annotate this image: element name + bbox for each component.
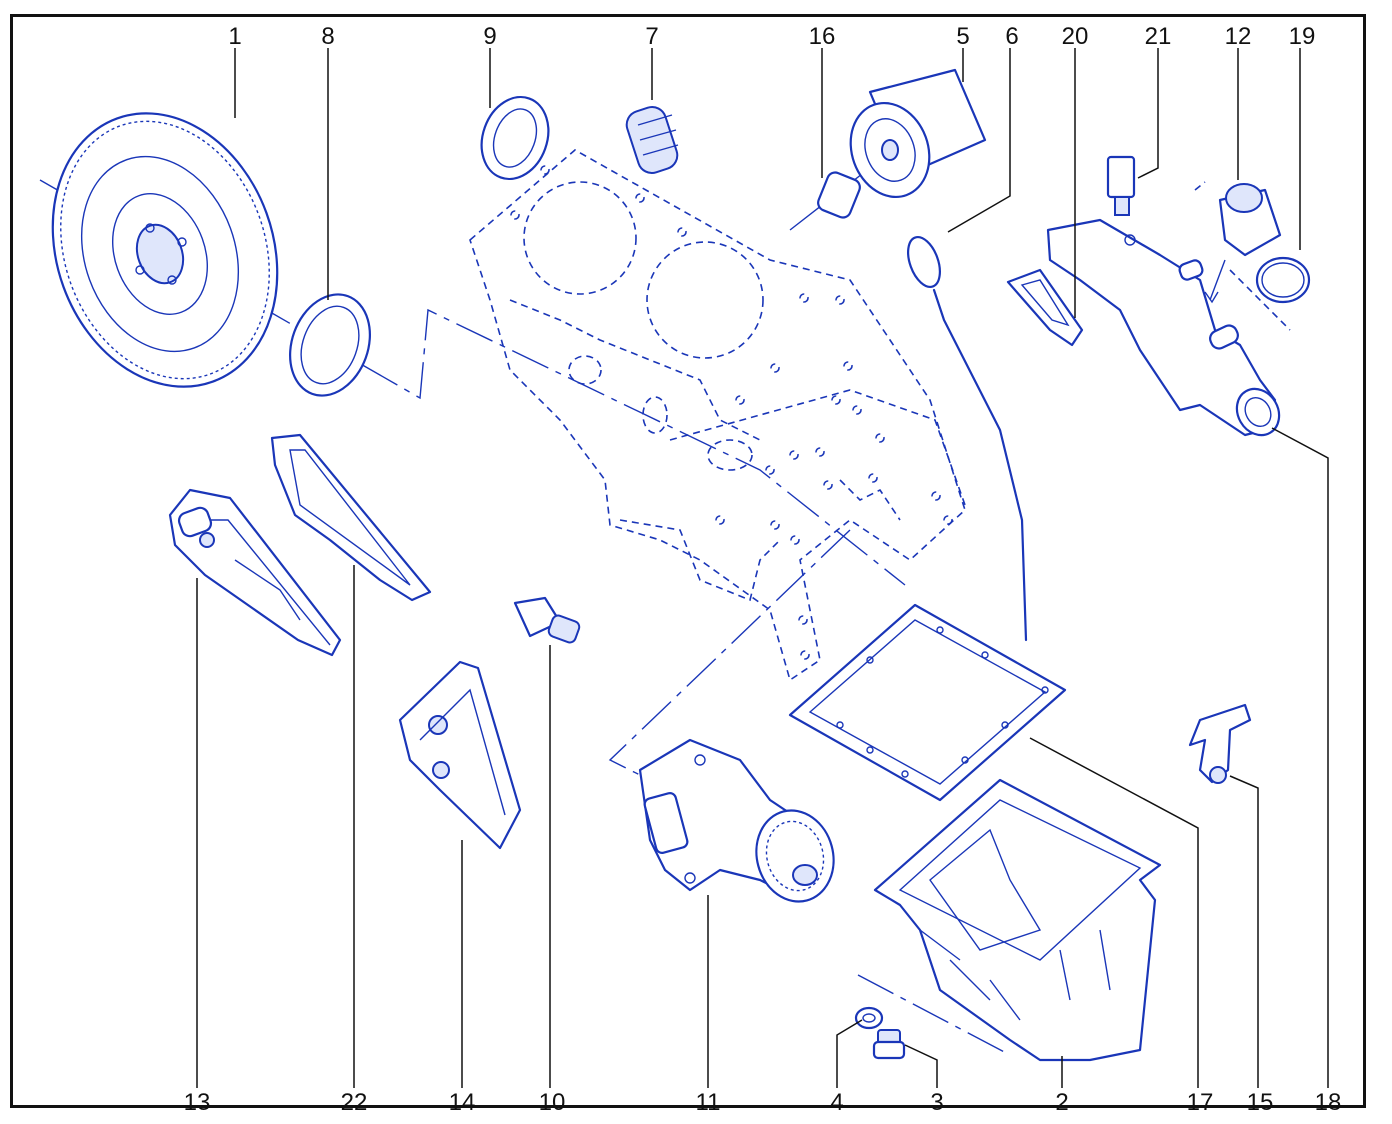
engine-block-outline (469, 149, 966, 682)
callout-17: 17 (1187, 1089, 1214, 1116)
crank-position-sensor (1188, 703, 1252, 784)
side-cover (168, 488, 342, 657)
callout-5: 5 (956, 23, 969, 50)
callout-19: 19 (1289, 23, 1316, 50)
callout-4: 4 (830, 1089, 843, 1116)
callout-labels: 1 8 9 7 16 5 6 20 21 12 19 13 22 14 10 1… (184, 23, 1342, 1116)
mounting-bracket (398, 660, 522, 850)
callout-1: 1 (228, 23, 241, 50)
temperature-sensor (1106, 155, 1136, 216)
filter-adapter (817, 171, 861, 219)
callout-11: 11 (696, 1089, 721, 1116)
callout-22: 22 (341, 1089, 368, 1116)
callout-21: 21 (1145, 23, 1172, 50)
thermostat-housing (1046, 218, 1281, 437)
callout-8: 8 (321, 23, 334, 50)
callout-13: 13 (184, 1089, 211, 1116)
callout-7: 7 (645, 23, 658, 50)
oil-pump (638, 738, 835, 903)
callout-20: 20 (1062, 23, 1089, 50)
callout-9: 9 (483, 23, 496, 50)
thermostat-gasket (1006, 268, 1084, 347)
rear-crank-seal (289, 293, 371, 397)
callout-12: 12 (1225, 23, 1252, 50)
drain-plug (872, 1029, 906, 1060)
thermostat (1218, 183, 1282, 257)
front-crank-seal (480, 95, 550, 181)
callout-6: 6 (1005, 23, 1018, 50)
callout-18: 18 (1315, 1089, 1342, 1116)
strainer-sleeve (625, 106, 679, 174)
side-cover-gasket (270, 433, 432, 602)
callout-15: 15 (1247, 1089, 1274, 1116)
leader-lines (196, 48, 1329, 1088)
callout-2: 2 (1055, 1089, 1068, 1116)
drain-plug-washer (854, 1006, 884, 1030)
oil-pressure-switch (513, 596, 581, 644)
dipstick (907, 236, 1028, 642)
oil-filter (849, 68, 987, 199)
callout-16: 16 (809, 23, 836, 50)
thermostat-o-ring (1194, 181, 1311, 331)
oil-pan (873, 778, 1162, 1062)
callout-14: 14 (449, 1089, 476, 1116)
callout-10: 10 (539, 1089, 566, 1116)
oil-pan-gasket (788, 603, 1067, 802)
callout-3: 3 (930, 1089, 943, 1116)
flywheel (51, 112, 279, 388)
